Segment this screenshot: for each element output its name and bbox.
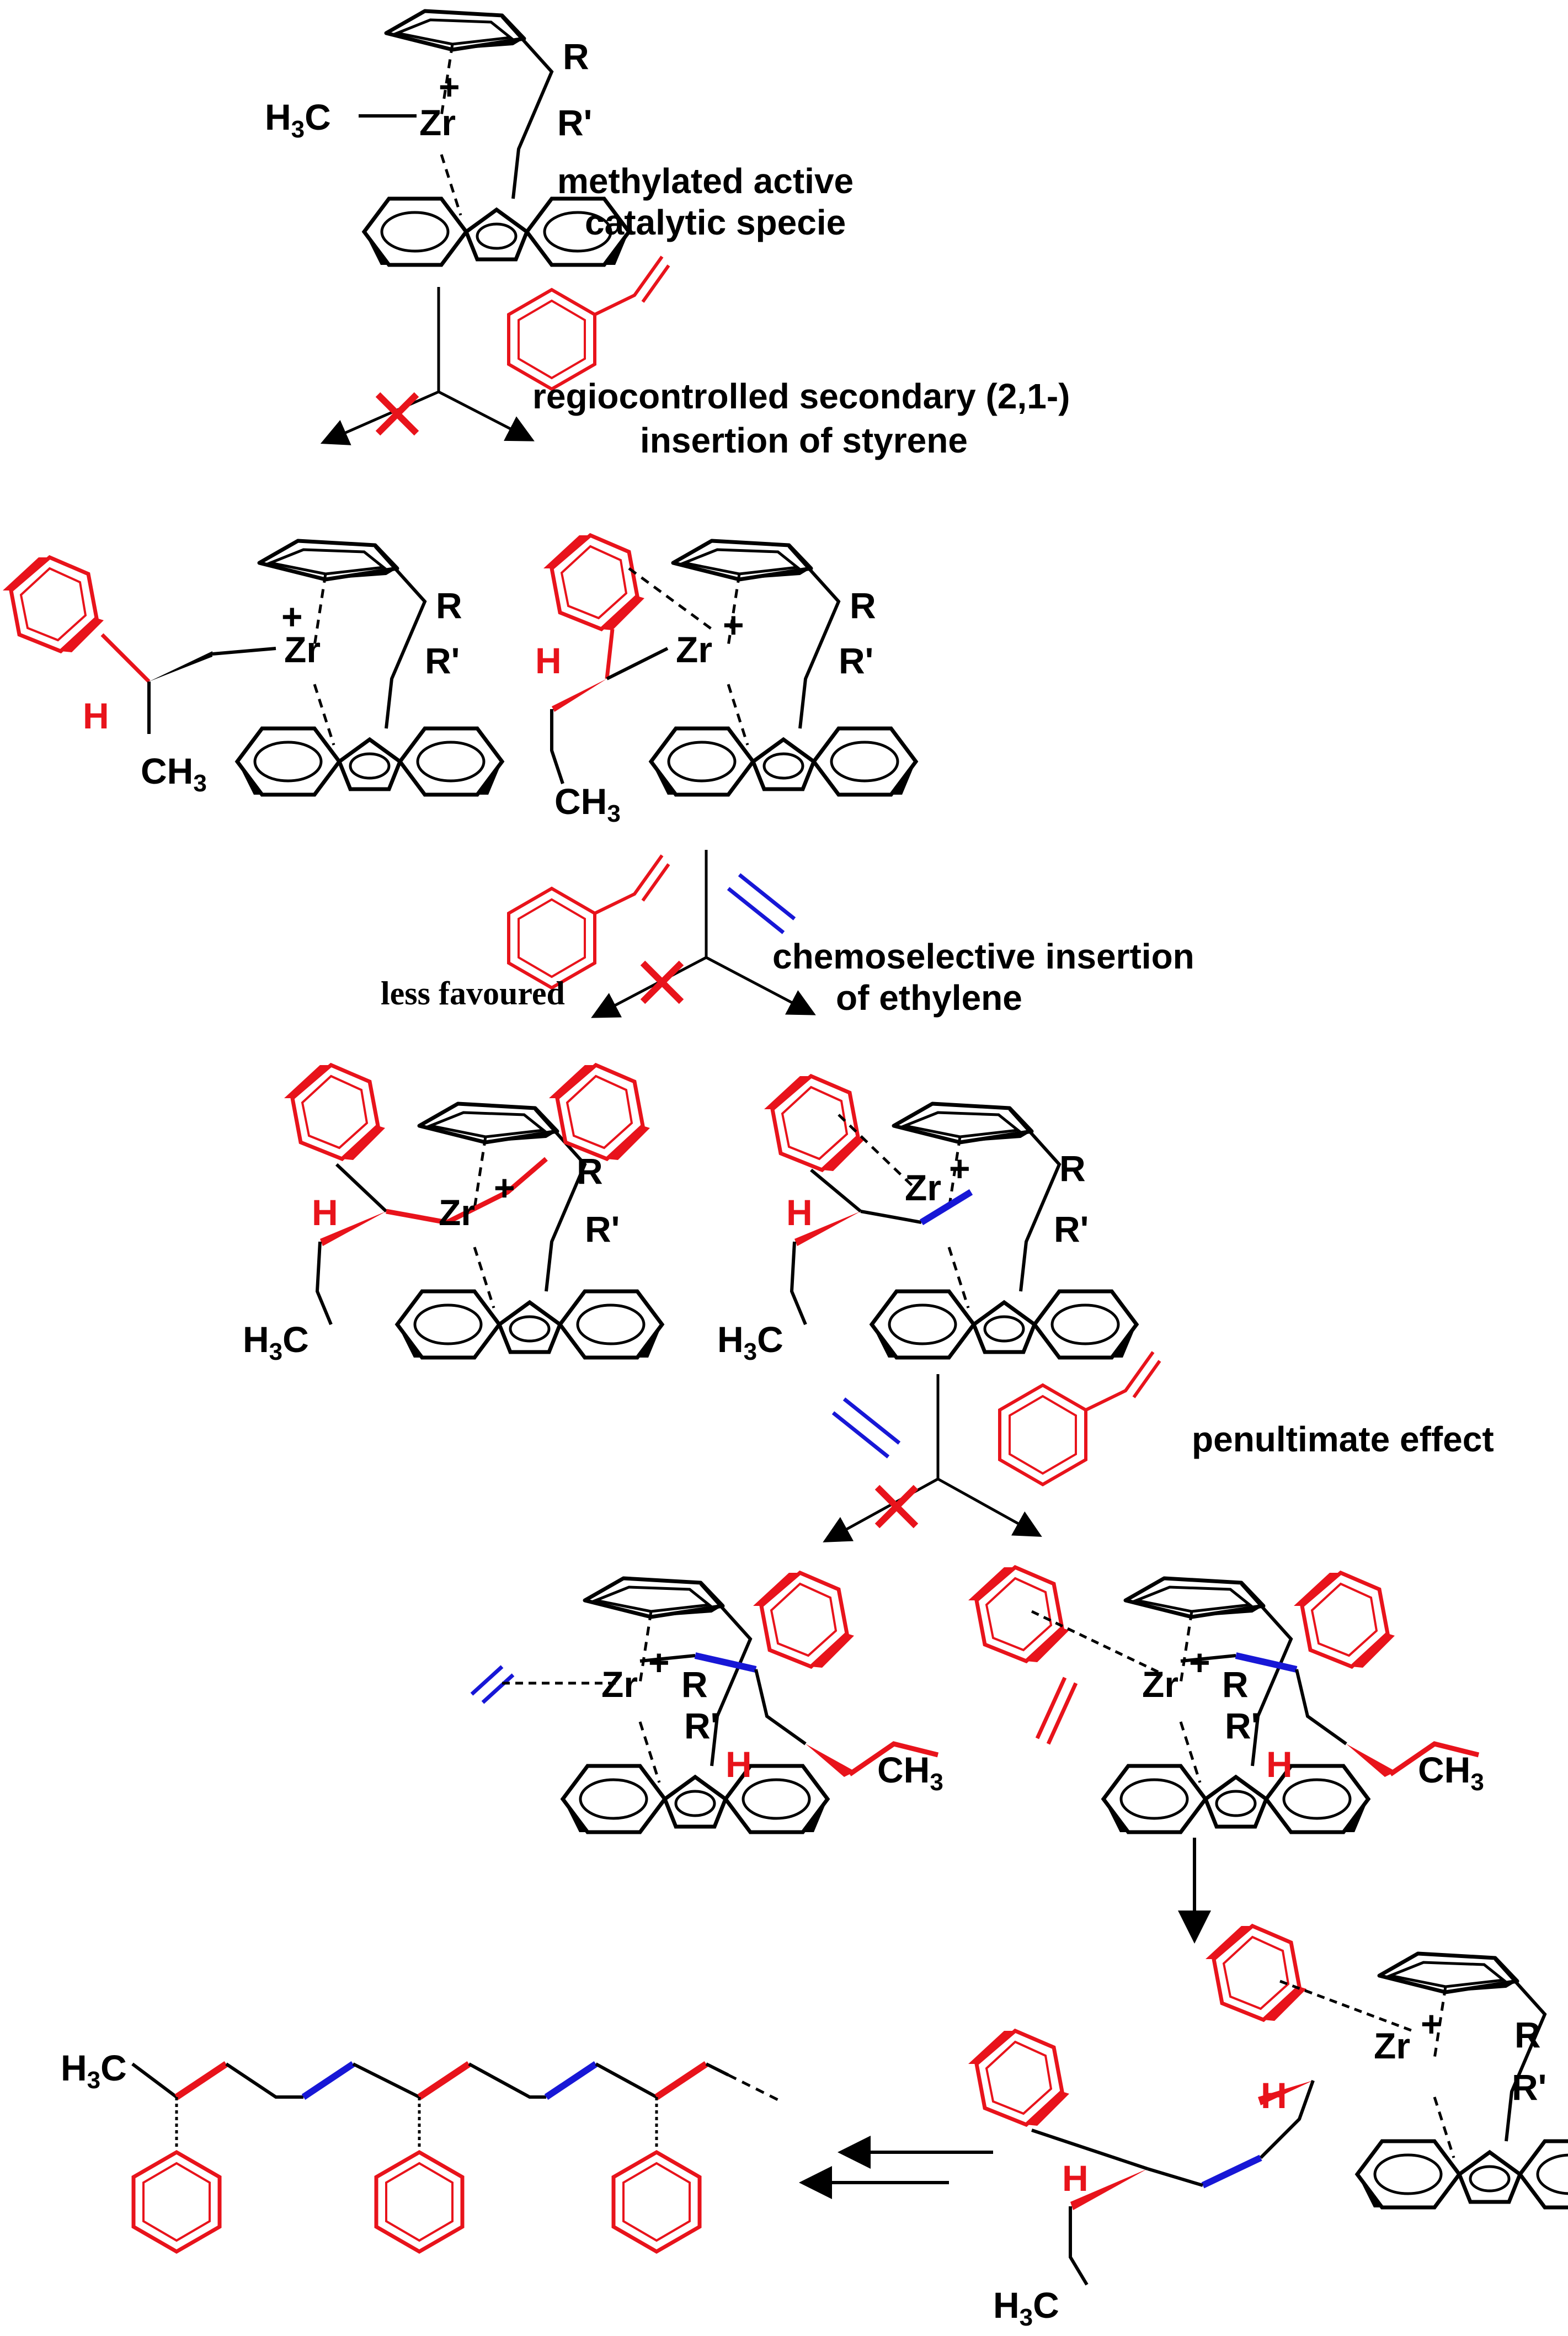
zr-charge: + xyxy=(1421,2003,1442,2044)
step2-branch xyxy=(509,850,816,1018)
zr-label: Zr xyxy=(676,629,712,670)
h3c-label: H3C xyxy=(243,1319,309,1365)
r-prime-label: R' xyxy=(684,1705,719,1746)
r-label: R xyxy=(1514,2014,1541,2055)
zr-label: Zr xyxy=(601,1664,638,1705)
ethylene-monomer-icon xyxy=(833,1399,899,1457)
forbidden-cross-icon xyxy=(643,963,681,1002)
zr-label: Zr xyxy=(905,1167,941,1208)
label-penultimate: penultimate effect xyxy=(1192,1419,1494,1459)
equilibrium-arrows-icon xyxy=(799,2136,993,2199)
step1-branch xyxy=(320,257,669,445)
reaction-arrow-icon xyxy=(705,956,816,1015)
h-label: H xyxy=(312,1192,338,1233)
zr-charge: + xyxy=(723,604,744,645)
ethylene-monomer-icon xyxy=(728,875,794,933)
styrene-monomer-icon xyxy=(1000,1352,1160,1484)
h3c-label: H3C xyxy=(61,2047,127,2094)
h3c-label: H3C xyxy=(717,1319,783,1365)
phenyl-ring-icon xyxy=(134,2152,220,2252)
label-chemo-line2: of ethylene xyxy=(836,978,1022,1018)
h3c-label: H3C xyxy=(265,97,331,143)
r-label: R xyxy=(436,585,462,626)
r-label: R xyxy=(681,1664,708,1705)
zr-label: Zr xyxy=(1374,2025,1410,2066)
species-3-right: H H3C Zr + R R' xyxy=(717,1076,1137,1365)
h-label: H xyxy=(1266,1744,1293,1785)
reaction-arrow-icon xyxy=(320,390,440,445)
ch3-label: CH3 xyxy=(554,781,621,827)
ch3-label: CH3 xyxy=(1418,1749,1484,1796)
r-prime-label: R' xyxy=(557,102,592,143)
r-label: R xyxy=(577,1151,603,1191)
label-less-favoured: less favoured xyxy=(381,975,565,1012)
r-prime-label: R' xyxy=(425,640,460,681)
h-label: H xyxy=(786,1192,813,1233)
r-prime-label: R' xyxy=(839,640,873,681)
r-prime-label: R' xyxy=(1512,2067,1546,2108)
forbidden-cross-icon xyxy=(877,1487,916,1526)
zr-charge: + xyxy=(1189,1642,1210,1683)
h3c-label: H3C xyxy=(993,2285,1059,2331)
zr-label: Zr xyxy=(419,102,456,143)
species-2-right: H CH3 Zr + R R' xyxy=(535,535,916,827)
h-label: H xyxy=(83,695,109,736)
methylated-active-species: H3C Zr + R R' xyxy=(265,11,629,265)
label-methylated-active: methylated active xyxy=(557,161,854,201)
polymer-chain: H3C xyxy=(61,2047,785,2252)
zr-label: Zr xyxy=(439,1192,475,1233)
label-catalytic-specie: catalytic specie xyxy=(585,203,846,242)
zr-charge: + xyxy=(648,1642,670,1683)
label-chemo-line1: chemoselective insertion xyxy=(772,936,1194,976)
zr-label: Zr xyxy=(1142,1664,1178,1705)
zr-charge: + xyxy=(494,1167,515,1208)
reaction-arrow-icon xyxy=(438,390,535,441)
phenyl-ring-icon xyxy=(376,2152,462,2252)
label-regio-line1: regiocontrolled secondary (2,1-) xyxy=(532,376,1070,416)
r-label: R xyxy=(1222,1664,1249,1705)
styrene-monomer-icon xyxy=(509,257,669,389)
r-label: R xyxy=(1059,1148,1086,1189)
r-label: R xyxy=(563,36,589,77)
reaction-arrow-icon xyxy=(591,956,707,1018)
h-label: H xyxy=(1062,2158,1089,2199)
r-label: R xyxy=(850,585,876,626)
forbidden-cross-icon xyxy=(378,395,417,433)
step3-branch xyxy=(823,1352,1160,1542)
zr-charge: + xyxy=(949,1148,970,1189)
ch3-label: CH3 xyxy=(877,1749,943,1796)
phenyl-ring-icon xyxy=(614,2152,700,2252)
zr-charge: + xyxy=(281,596,303,637)
r-prime-label: R' xyxy=(1225,1705,1260,1746)
species-4-right: H CH3 Zr + R R' xyxy=(968,1567,1484,1832)
reaction-arrow-icon xyxy=(937,1477,1042,1537)
zr-charge: + xyxy=(439,66,460,107)
h-label: H xyxy=(535,640,562,681)
species-4-left: H CH3 Zr + R R' xyxy=(470,1573,943,1832)
species-2-left: H CH3 Zr + R R' xyxy=(3,541,502,797)
reaction-arrow-icon xyxy=(823,1477,939,1542)
species-3-left: H H3C Zr + R R' xyxy=(243,1065,662,1365)
r-prime-label: R' xyxy=(585,1209,620,1249)
h-label: H xyxy=(726,1744,752,1785)
h-label: H xyxy=(1261,2075,1287,2116)
zr-label: Zr xyxy=(284,629,321,670)
r-prime-label: R' xyxy=(1054,1209,1089,1249)
label-regio-line2: insertion of styrene xyxy=(640,421,968,460)
ch3-label: CH3 xyxy=(141,751,207,797)
species-5-right: H H H3C Zr + R R' xyxy=(968,1926,1568,2331)
